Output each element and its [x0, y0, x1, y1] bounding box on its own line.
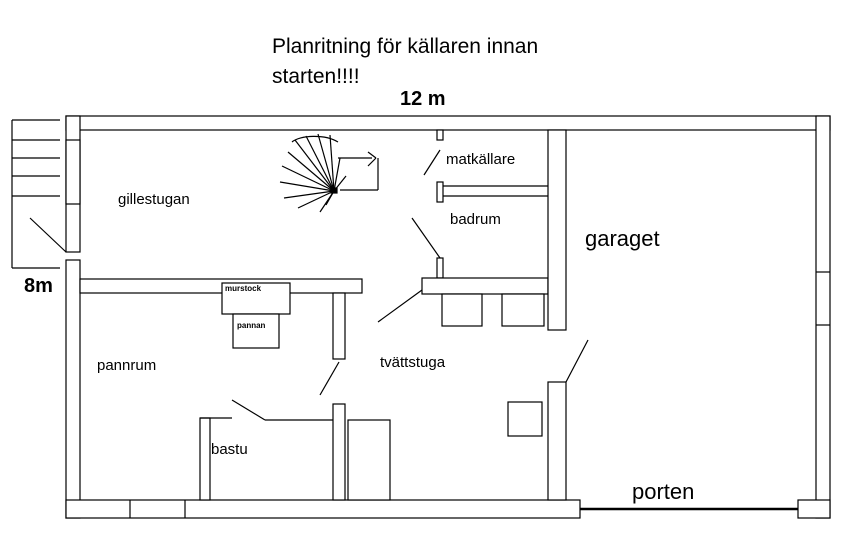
room-label-badrum: badrum: [450, 211, 501, 228]
room-label-matkallare: matkällare: [446, 151, 516, 168]
wall-left-lower: [65, 259, 81, 519]
stair-tread: [317, 133, 335, 192]
room-label-tvattstuga: tvättstuga: [380, 354, 446, 371]
stair-tread: [283, 190, 335, 199]
stair-arrow: [367, 157, 377, 167]
room-label-garaget: garaget: [585, 226, 660, 251]
label-pannan: pannan: [237, 321, 266, 330]
pantry-divider-post: [436, 181, 444, 203]
wall-right: [815, 115, 831, 519]
stair-arrow: [367, 151, 377, 159]
stair-arc: [291, 135, 339, 143]
chimney: [221, 282, 291, 315]
sauna-right-wall: [332, 403, 346, 501]
laundry-cabinet: [347, 419, 391, 501]
stair-tread: [294, 139, 335, 192]
garage-partition-lower: [547, 381, 567, 501]
sauna-walls: [199, 399, 391, 501]
tumble-dryer: [501, 293, 545, 327]
laundry-sink: [507, 401, 543, 437]
stair-tread: [287, 151, 335, 192]
plan-title-line1: Planritning för källaren innan: [272, 35, 539, 58]
room-label-gillestugan: gillestugan: [118, 191, 190, 208]
boiler-room-wall: [332, 292, 346, 360]
sauna-door-swing: [231, 399, 266, 421]
stair-tread: [279, 181, 335, 192]
wall-bottom-right-stub: [797, 499, 831, 519]
garage-door-swing: [565, 339, 589, 383]
stair-tread: [333, 157, 341, 192]
bathroom-wall-stub: [436, 257, 444, 279]
sauna-top-wall: [199, 417, 211, 501]
spiral-stair: [279, 133, 379, 213]
wall-mid-horizontal: [79, 278, 363, 294]
laundry-door-swing: [377, 289, 423, 323]
stair-tread: [281, 165, 335, 192]
stair-tread: [297, 190, 335, 209]
bathroom-door-swing: [411, 217, 441, 259]
stair-tread: [329, 134, 335, 192]
wall-bottom-left: [65, 499, 581, 519]
boiler: [232, 313, 280, 349]
stair-newel: [330, 187, 338, 194]
plan-title-line2: starten!!!!: [272, 65, 360, 88]
wall-top: [65, 115, 831, 131]
stair-tread: [305, 135, 335, 192]
pantry-door-swing: [423, 149, 441, 176]
outside-stairs: [11, 119, 67, 269]
boiler-room-door-swing: [319, 361, 340, 396]
height-dimension: 8m: [24, 275, 53, 297]
garage-partition-upper: [547, 129, 567, 331]
label-murstock: murstock: [225, 284, 262, 293]
room-label-bastu: bastu: [211, 441, 248, 458]
entry-door-swing: [29, 217, 67, 253]
washing-machine: [441, 293, 483, 327]
exterior-walls: [65, 115, 831, 519]
window-left: [65, 139, 81, 205]
bathroom-bottom-wall: [421, 277, 549, 295]
room-label-pannrum: pannrum: [97, 357, 157, 374]
plan-title: Planritning för källaren innan starten!!…: [272, 32, 538, 92]
width-dimension: 12 m: [400, 88, 446, 110]
pantry-wall-stub: [436, 129, 444, 141]
label-porten: porten: [632, 479, 695, 504]
